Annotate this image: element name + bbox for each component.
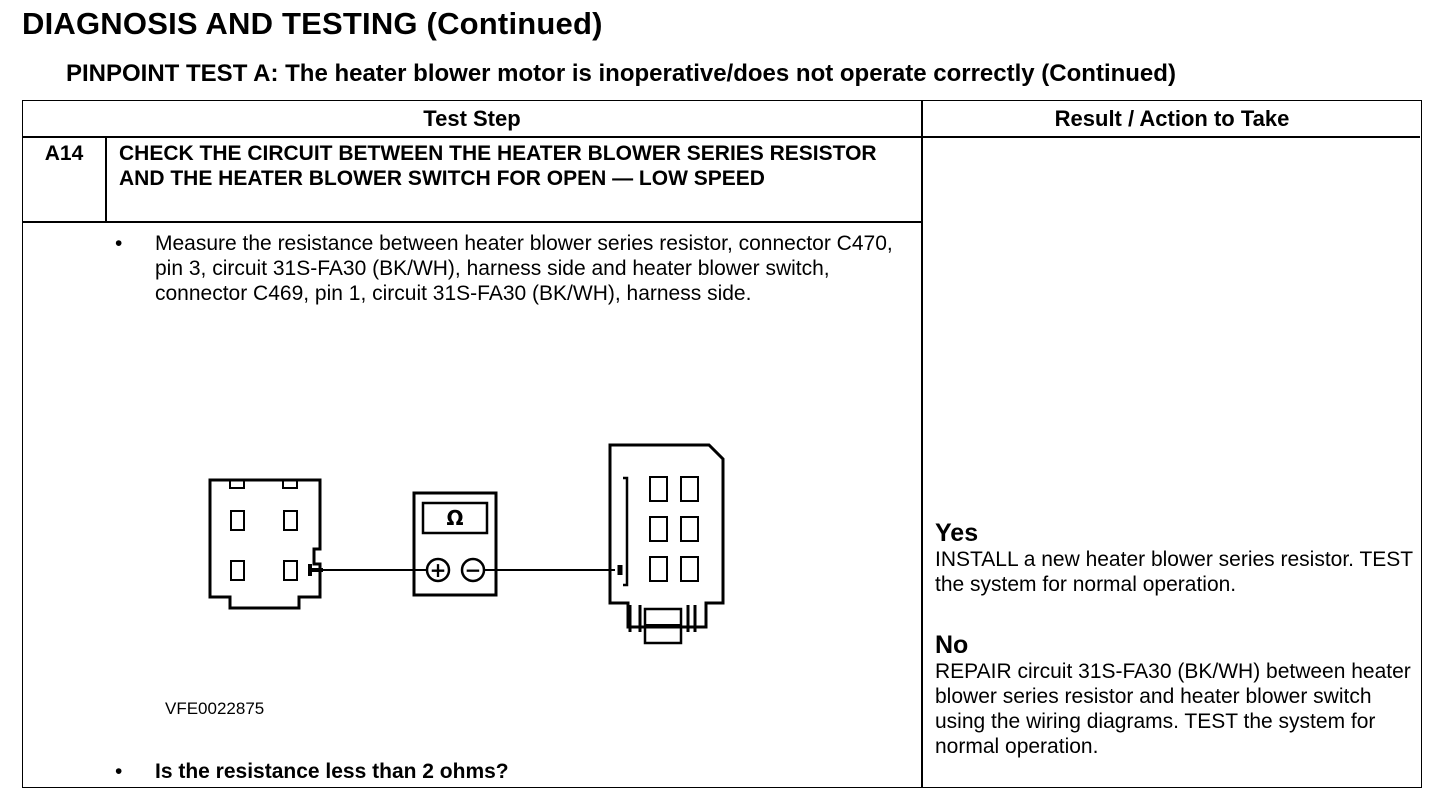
test-leads (308, 564, 615, 576)
step-id-divider (105, 136, 107, 222)
result-no: No REPAIR circuit 31S-FA30 (BK/WH) betwe… (935, 631, 1415, 759)
result-no-label: No (935, 631, 969, 659)
ohm-symbol: Ω (446, 506, 463, 530)
step-id: A14 (44, 142, 84, 165)
question-text: Is the resistance less than 2 ohms? (155, 760, 509, 783)
header-test-step: Test Step (423, 106, 521, 131)
connector-c470 (208, 478, 322, 610)
result-yes-action: INSTALL a new heater blower series resis… (935, 548, 1413, 596)
pinpoint-test-title: PINPOINT TEST A: The heater blower motor… (66, 60, 1176, 87)
instruction-text: Measure the resistance between heater bl… (155, 232, 893, 305)
header-divider (23, 136, 1420, 138)
measurement-diagram: Ω + − (208, 443, 725, 645)
pinpoint-test-table: Test Step Result / Action to Take A14 CH… (22, 100, 1422, 788)
step-heading: CHECK THE CIRCUIT BETWEEN THE HEATER BLO… (119, 142, 877, 190)
connector-c469 (608, 443, 725, 645)
bullet-marker: • (115, 232, 123, 255)
page-title: DIAGNOSIS AND TESTING (Continued) (22, 6, 603, 41)
result-no-action: REPAIR circuit 31S-FA30 (BK/WH) between … (935, 660, 1411, 758)
step-heading-divider (23, 221, 921, 223)
column-divider (921, 101, 923, 787)
bullet-marker: • (115, 760, 123, 783)
plus-terminal-symbol: + (430, 558, 447, 582)
result-yes: Yes INSTALL a new heater blower series r… (935, 519, 1415, 597)
figure-code: VFE0022875 (165, 699, 265, 718)
minus-terminal-symbol: − (465, 558, 482, 582)
header-result-action: Result / Action to Take (1054, 106, 1290, 131)
result-yes-label: Yes (935, 519, 979, 547)
